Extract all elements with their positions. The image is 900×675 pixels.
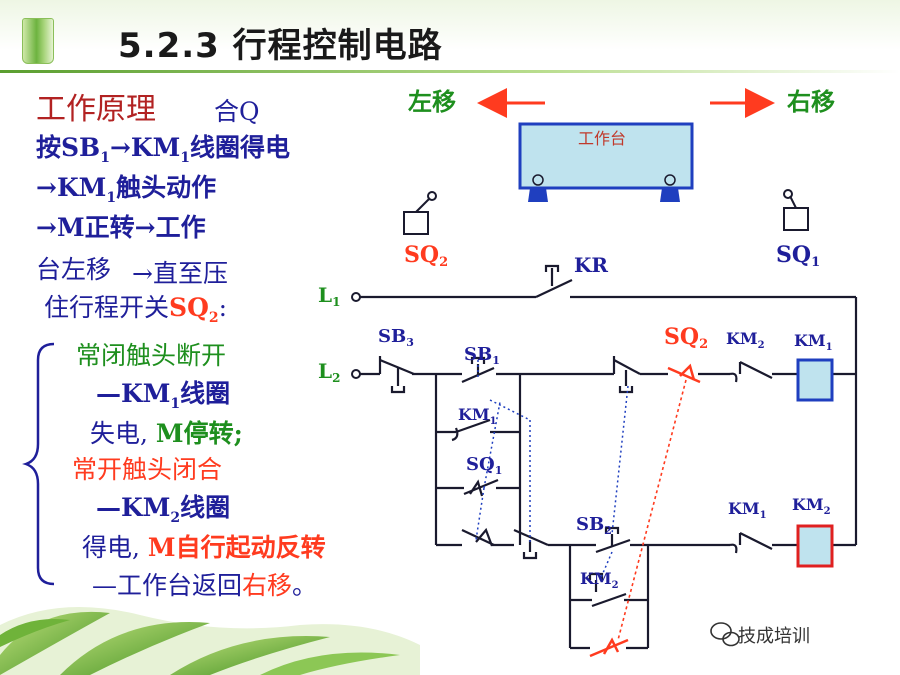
move-right-label: 右移 — [787, 87, 835, 116]
header-divider — [0, 70, 900, 73]
lose-power-text: 失电, M停转; — [90, 419, 243, 448]
km1-aux-label: KM1 — [458, 405, 497, 427]
watermark-text: 技成培训 — [738, 626, 810, 647]
sq1-limit-switch-icon — [783, 189, 809, 231]
sq2-top-label: SQ2 — [404, 242, 448, 270]
kr-label: KR — [574, 253, 608, 277]
km2-coil-label: KM2 — [792, 495, 831, 517]
sq2-nc-contact-icon — [667, 363, 701, 384]
header-band — [0, 0, 900, 72]
sq1-nc-contact-icon — [461, 527, 495, 547]
curly-brace-icon — [22, 342, 55, 586]
km1-aux-contact-icon — [451, 418, 491, 442]
km2-interlock-label: KM2 — [726, 329, 765, 351]
principle-line-5: 住行程开关SQ2: — [44, 293, 228, 326]
sb2-label: SB2 — [576, 514, 612, 537]
worktable: 工作台 — [518, 122, 694, 202]
sq1-no-contact-icon — [463, 478, 499, 497]
sb3-stop-button-icon — [378, 356, 415, 394]
kr-contact-icon — [535, 264, 573, 298]
circuit-wires — [356, 295, 858, 650]
worktable-label: 工作台 — [578, 129, 626, 148]
km2-interlock-contact-icon — [729, 361, 773, 383]
sb1-label: SB1 — [464, 344, 500, 367]
tea-leaves-decoration-icon — [0, 607, 420, 675]
sb3-label: SB3 — [378, 326, 414, 349]
nc-contact-open-text: 常闭触头断开 — [76, 341, 227, 370]
tea-glass-logo-icon — [22, 18, 54, 64]
sq2-no-contact-icon — [589, 637, 629, 658]
page-title: 5.2.3 行程控制电路 — [118, 26, 443, 66]
km1-coil-text: —KM1线圈 — [96, 379, 231, 412]
principle-line-1: 按SB1→KM1线圈得电 — [36, 133, 291, 166]
principle-line-4a: 台左移 — [36, 255, 112, 284]
km2-aux-label: KM2 — [580, 569, 619, 591]
l2-terminal-icon — [351, 369, 361, 379]
km1-interlock-contact-icon — [729, 532, 773, 554]
sq1-top-label: SQ1 — [776, 242, 820, 270]
no-contact-close-text: 常开触头闭合 — [72, 455, 223, 484]
sq1-contact-label: SQ1 — [466, 454, 502, 477]
principle-line-3: →M正转→工作 — [36, 213, 206, 242]
wechat-icon — [710, 622, 740, 647]
km1-coil-label: KM1 — [794, 331, 833, 353]
sq2-contact-label: SQ2 — [664, 324, 708, 352]
mechanical-links — [475, 360, 629, 581]
sb2-start-button-icon — [595, 526, 631, 554]
km1-interlock-label: KM1 — [728, 499, 767, 521]
km2-coil-text: —KM2线圈 — [96, 493, 231, 526]
return-text: —工作台返回右移。 — [92, 571, 318, 600]
principle-line-4b: →直至压 — [132, 259, 228, 288]
l2-label: L2 — [318, 359, 340, 385]
sq2-limit-switch-icon — [403, 191, 437, 235]
l1-terminal-icon — [351, 292, 361, 302]
close-q-text: 合Q — [214, 97, 260, 126]
sq2-mechanical-link — [617, 379, 687, 641]
restart-text: 得电, M自行起动反转 — [82, 533, 326, 562]
l1-label: L1 — [318, 283, 340, 309]
principle-line-2: →KM1触头动作 — [36, 173, 217, 206]
km2-coil-icon — [796, 524, 834, 568]
principle-heading: 工作原理 — [36, 92, 156, 127]
sb1-nc-contact-icon — [612, 356, 641, 394]
move-left-label: 左移 — [408, 87, 456, 116]
km1-coil-icon — [796, 358, 834, 402]
